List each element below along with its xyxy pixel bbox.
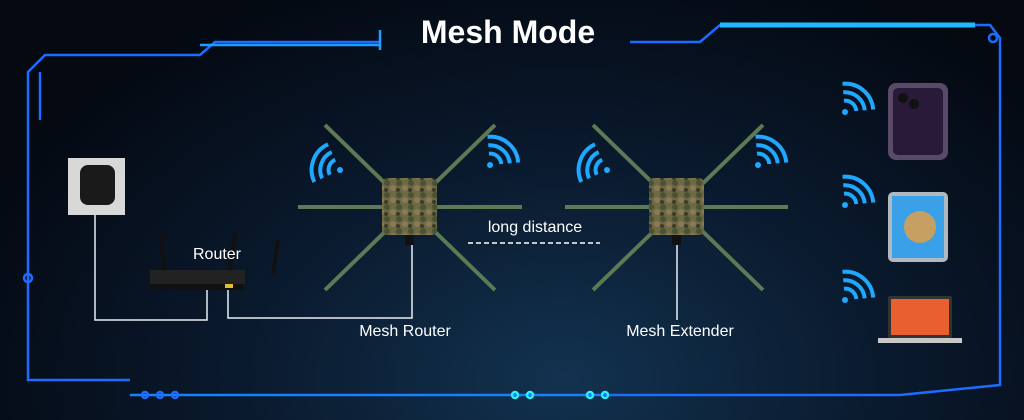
tech-frame: [22, 22, 1002, 400]
laptop-icon: [878, 296, 962, 343]
mesh-extender-device: [565, 123, 788, 292]
mesh-router-device: [298, 123, 522, 292]
router-label: Router: [192, 246, 242, 263]
tablet-icon: [888, 192, 948, 262]
cables: [94, 210, 678, 321]
page-title: Mesh Mode: [420, 14, 596, 50]
mesh-router-label: Mesh Router: [359, 323, 451, 340]
smartphone-icon: [888, 83, 948, 160]
mesh-extender-label: Mesh Extender: [626, 323, 734, 340]
distance-label: long distance: [487, 219, 583, 236]
wall-outlet-icon: [68, 158, 125, 215]
router-icon: [150, 231, 280, 290]
